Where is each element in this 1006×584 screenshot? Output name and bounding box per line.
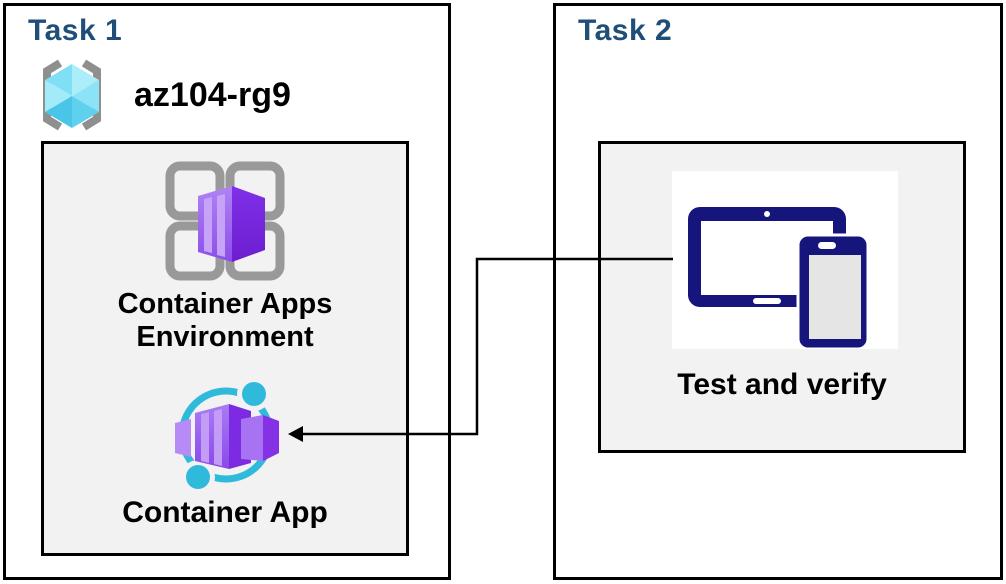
container-app-label: Container App xyxy=(122,496,328,529)
container-apps-environment-icon xyxy=(165,161,285,281)
purple-container xyxy=(198,186,265,262)
task1-box: Task 1 az104-rg9 xyxy=(3,3,451,580)
phone xyxy=(796,233,870,351)
cyan-dot-bottom xyxy=(186,465,210,489)
container-apps-environment-icon-block xyxy=(162,158,288,289)
resource-group-row: az104-rg9 xyxy=(30,56,291,134)
resource-group-icon xyxy=(43,59,101,131)
cyan-dot-top xyxy=(242,382,266,406)
container-app-icon xyxy=(175,377,279,494)
task2-title: Task 2 xyxy=(578,14,673,47)
tablet-and-phone-icon xyxy=(688,207,870,351)
task1-title: Task 1 xyxy=(28,14,123,47)
task2-inner-box: Test and verify xyxy=(598,141,966,453)
device-panel xyxy=(672,171,898,351)
container-apps-environment-label: Container Apps Environment xyxy=(117,288,333,353)
cube-shape xyxy=(45,64,99,128)
task1-inner-box: Container Apps Environment xyxy=(41,141,409,556)
test-and-verify-label: Test and verify xyxy=(677,368,887,401)
resource-group-name: az104-rg9 xyxy=(134,75,291,114)
container-app-icon-block xyxy=(167,377,285,496)
purple-containers xyxy=(175,404,279,469)
task2-box: Task 2 Test and verif xyxy=(553,3,1003,580)
